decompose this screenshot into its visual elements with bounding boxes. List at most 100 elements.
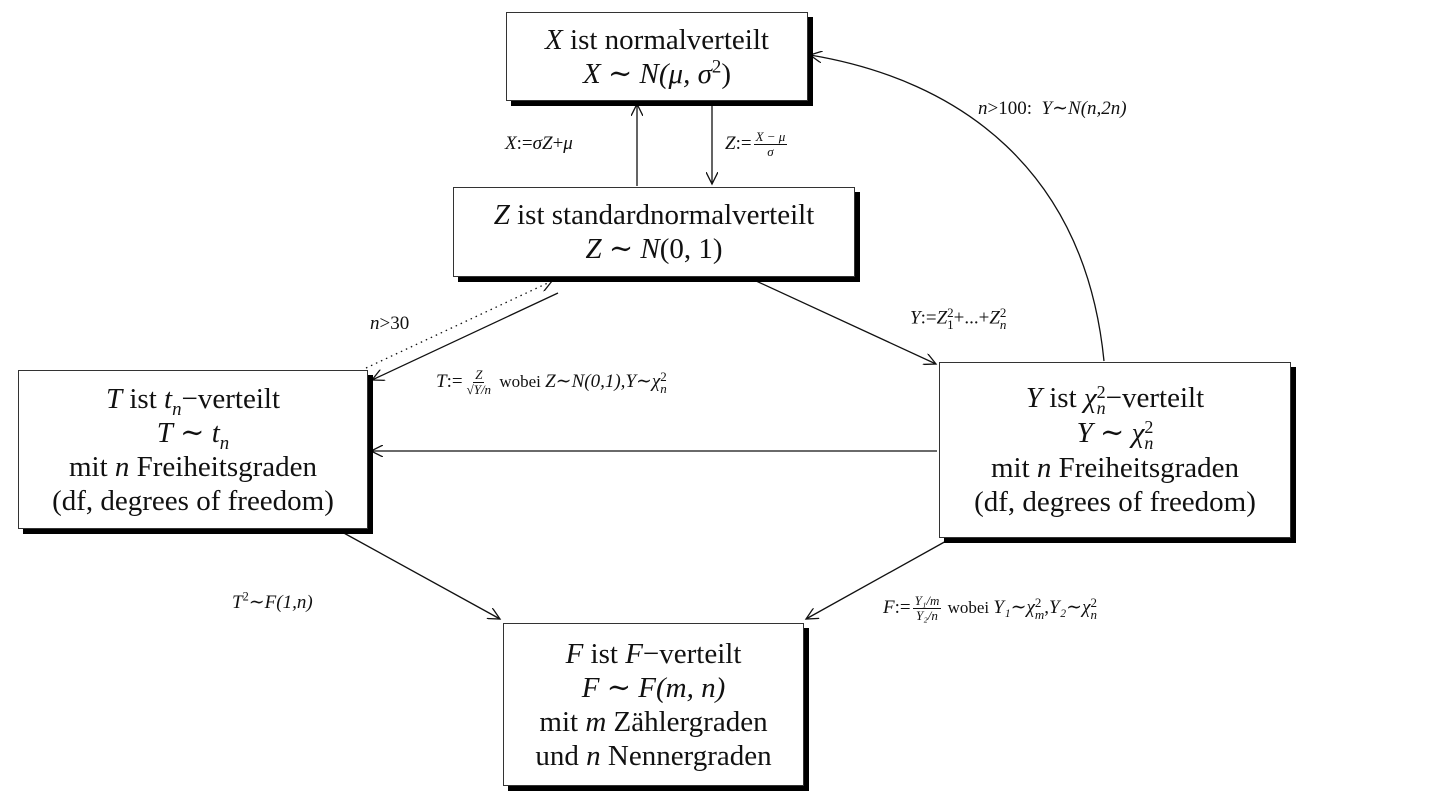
denominator: Y₂/n: [916, 608, 938, 623]
dist: N: [639, 57, 659, 90]
text: mit: [539, 705, 586, 738]
dist: F: [638, 671, 656, 704]
text: mit: [990, 452, 1037, 485]
tilde: ∼: [600, 57, 640, 90]
denominator: σ: [767, 144, 774, 159]
text: ist normalverteilt: [562, 23, 769, 56]
edge-y-to-x-curved: [810, 55, 1105, 362]
tilde: ∼: [172, 416, 212, 449]
label-y-normal-approx: n>100: Y∼N(n,2n): [978, 98, 1127, 120]
var: Y: [910, 307, 921, 329]
node-y-df: mit n Freiheitsgraden: [991, 451, 1239, 485]
condition: Z∼N(0,1),: [545, 370, 626, 392]
var: T: [105, 382, 123, 415]
var: n: [1036, 452, 1052, 485]
text: −verteilt: [1105, 381, 1205, 414]
op: :=: [735, 132, 752, 154]
dist: N: [1068, 98, 1081, 119]
denominator: √Y/n: [466, 382, 492, 397]
label-t-normal-approx: n>30: [370, 313, 409, 335]
var: Z: [493, 199, 510, 231]
text: Freiheitsgraden: [129, 450, 318, 483]
var: F: [883, 596, 895, 618]
op: :=: [446, 370, 463, 392]
op: :=: [920, 307, 937, 329]
dist: F: [625, 637, 643, 670]
op: :=: [894, 596, 911, 618]
sub: n: [1096, 398, 1106, 418]
edge-y-to-f: [806, 539, 949, 619]
var: n: [586, 739, 601, 772]
rhs: ∼F(1,n): [248, 592, 313, 613]
var: X: [583, 57, 601, 90]
paren: ): [721, 57, 731, 90]
node-f-formula: F ∼ F(m, n): [582, 671, 726, 705]
node-y-df-note: (df, degrees of freedom): [974, 486, 1256, 519]
node-f-numerator-df: mit m Zählergraden: [539, 705, 767, 739]
text: −verteilt: [181, 382, 280, 415]
dist: N: [640, 233, 660, 265]
op: :=: [516, 133, 533, 154]
var: Y: [1076, 417, 1093, 449]
label-t-squared: T2∼F(1,n): [232, 589, 313, 614]
sub: m: [1034, 606, 1045, 622]
var: Y: [1025, 381, 1042, 414]
args: (μ, σ: [658, 57, 712, 90]
text: und: [535, 739, 587, 772]
sub: n: [219, 432, 230, 454]
sup: 2: [999, 305, 1007, 320]
text: ist standardnormalverteilt: [509, 199, 815, 231]
var: T: [436, 370, 447, 392]
exp: 2: [242, 589, 249, 604]
tilde: ∼: [1092, 417, 1132, 449]
sub: n: [999, 317, 1007, 332]
edge-z-to-t: [372, 292, 559, 380]
numerator: X − μ: [753, 129, 788, 145]
var: T: [156, 416, 173, 449]
var: F: [565, 637, 584, 670]
edge-t-to-f: [341, 531, 500, 619]
node-z-title: Z ist standardnormalverteilt: [494, 198, 815, 232]
label-x-from-z: X:=σZ+μ: [505, 133, 573, 155]
fraction: Z√Y/n: [465, 368, 493, 397]
op: +...+: [953, 307, 990, 329]
sub: n: [660, 380, 667, 396]
node-t-formula: T ∼ tn: [156, 416, 230, 454]
sub: 1: [947, 317, 954, 332]
sub: n: [1090, 606, 1097, 622]
edge-z-to-y: [753, 279, 936, 364]
node-x-title: X ist normalverteilt: [545, 23, 769, 57]
var: μ: [563, 133, 573, 154]
condition: Y∼χ: [625, 370, 661, 392]
args: (n,2n): [1080, 98, 1127, 119]
edge-t-to-z-dotted: [365, 281, 552, 369]
node-f-denominator-df: und n Nennergraden: [535, 739, 771, 773]
sub: n: [1144, 433, 1154, 454]
var: Z: [585, 233, 602, 265]
var: m: [585, 705, 607, 738]
condition: Y₁∼χ: [993, 596, 1035, 618]
text: Freiheitsgraden: [1051, 452, 1240, 485]
dist: χ: [1083, 381, 1097, 414]
var: Z: [989, 307, 1000, 329]
text: ist: [1041, 381, 1084, 414]
var: Z: [541, 133, 553, 154]
numerator: Z: [473, 367, 485, 383]
sup: 2: [660, 368, 667, 384]
text: mit: [68, 450, 115, 483]
var: Z: [936, 307, 948, 329]
node-standard-normal-distribution: Z ist standardnormalverteilt Z ∼ N(0, 1): [453, 187, 855, 277]
condition: Y₂∼χ: [1049, 596, 1091, 618]
wobei-text: wobei: [495, 371, 546, 391]
sup: 2: [1034, 594, 1042, 610]
var: n: [370, 313, 380, 334]
var: T: [232, 592, 243, 613]
args: (m, n): [655, 671, 726, 704]
tilde: ∼: [599, 671, 639, 704]
var: Z: [725, 132, 736, 154]
node-normal-distribution: X ist normalverteilt X ∼ N(μ, σ2): [506, 12, 808, 101]
